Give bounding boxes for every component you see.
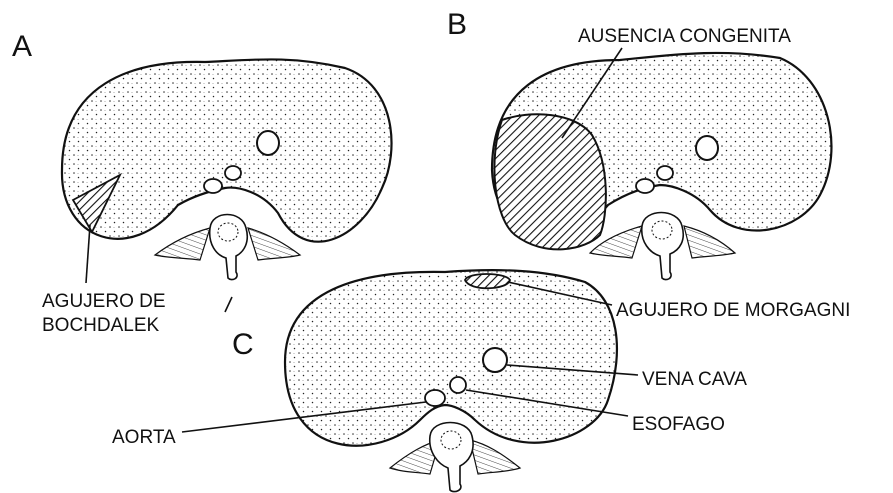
- esophagus-b: [657, 166, 673, 180]
- morgagni-label: AGUJERO DE MORGAGNI: [616, 300, 850, 321]
- esophagus-a: [225, 166, 241, 180]
- congenital-absence-area: [494, 114, 605, 249]
- esophagus-c: [450, 377, 466, 393]
- spine-b: [590, 213, 735, 280]
- aorta-label: AORTA: [112, 427, 176, 448]
- panel-b: B AUSENCIA CONGENITA: [447, 8, 831, 280]
- morgagni-defect: [465, 274, 510, 288]
- bochdalek-label-line1: AGUJERO DE: [42, 291, 166, 312]
- aorta-c: [425, 390, 445, 406]
- bochdalek-label-line2: BOCHDALEK: [42, 315, 160, 336]
- bochdalek-leader: [86, 225, 90, 283]
- spine-a: [155, 215, 300, 280]
- panel-label-a: A: [12, 30, 32, 63]
- vena-cava-label: VENA CAVA: [642, 369, 747, 390]
- aorta-a: [204, 179, 222, 193]
- diaphragm-c: [285, 270, 617, 446]
- esofago-label: ESOFAGO: [632, 414, 725, 435]
- panel-label-b: B: [447, 8, 467, 41]
- vena-cava-c: [483, 348, 507, 372]
- vena-cava-b: [696, 136, 718, 160]
- panel-c: C AGUJERO DE MORGAGNI VENA CAVA ESOFAGO …: [112, 270, 850, 491]
- panel-label-c: C: [232, 328, 254, 361]
- ausencia-label: AUSENCIA CONGENITA: [578, 26, 791, 47]
- aorta-b: [636, 179, 654, 193]
- c-mark: [225, 297, 232, 312]
- vena-cava-a: [257, 131, 279, 155]
